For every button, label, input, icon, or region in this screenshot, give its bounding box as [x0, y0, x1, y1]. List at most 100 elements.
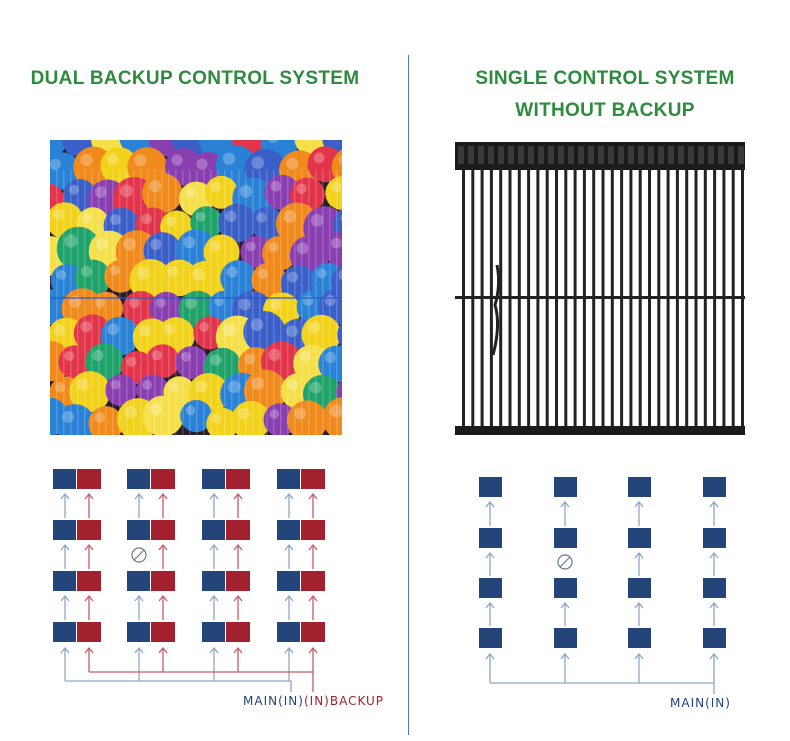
mesh-connector [578, 146, 584, 164]
frame-bar [50, 297, 342, 299]
up-arrow-icon [233, 646, 243, 672]
mesh-connector [718, 146, 724, 164]
up-arrow-icon [233, 492, 243, 518]
mesh-connector [548, 146, 554, 164]
single-control-title: SINGLE CONTROL SYSTEM [475, 68, 735, 89]
ball [149, 291, 184, 326]
mesh-connector [598, 146, 604, 164]
right-legend: MAIN(IN) [670, 696, 731, 710]
ball-highlight [195, 211, 206, 222]
main-receiver-box [277, 622, 300, 642]
main-receiver-box [628, 477, 651, 497]
mesh-connector [568, 146, 574, 164]
ball-highlight [185, 405, 196, 416]
ball-highlight [64, 351, 75, 362]
ball-highlight [163, 323, 176, 335]
led-strip-line [112, 170, 114, 435]
ball-highlight [95, 297, 106, 308]
led-strip-line [252, 170, 254, 435]
main-receiver-box [53, 469, 76, 489]
up-arrow-icon [284, 594, 294, 620]
ball-highlight [210, 354, 222, 366]
ball-highlight [238, 407, 250, 420]
ball-highlight [270, 180, 282, 192]
ball-highlight [126, 356, 137, 367]
led-strip-line [63, 170, 65, 435]
dual-backup-diagram [53, 469, 325, 692]
up-arrow-icon [84, 594, 94, 620]
ball-highlight [330, 237, 342, 249]
ball-highlight [196, 158, 208, 170]
main-receiver-box [53, 622, 76, 642]
led-strip-line [308, 170, 310, 435]
led-strip-line [231, 170, 233, 435]
ball-highlight [287, 271, 299, 283]
led-strip-line [259, 170, 261, 435]
mesh-connector [638, 146, 644, 164]
led-strip-line [98, 170, 100, 435]
main-receiver-box [479, 477, 502, 497]
ball-highlight [54, 324, 66, 336]
ball-highlight [309, 381, 322, 394]
led-strip-line [245, 170, 247, 435]
ball-highlight [331, 182, 342, 193]
led-strip-line [133, 170, 135, 435]
ball-highlight [76, 378, 89, 391]
ball-highlight [94, 186, 107, 199]
ball-highlight [123, 237, 136, 251]
main-receiver-box [703, 477, 726, 497]
ball [337, 322, 342, 348]
up-arrow-icon [158, 594, 168, 620]
ball-highlight [199, 322, 210, 332]
mesh-connector [628, 146, 634, 164]
ball-highlight [222, 152, 236, 165]
led-strip-line [217, 170, 219, 435]
up-arrow-icon [308, 492, 318, 518]
ball-highlight [62, 410, 75, 423]
main-receiver-box [202, 571, 225, 591]
legend-main-label: MAIN(IN) [243, 694, 304, 708]
up-arrow-icon [134, 492, 144, 518]
main-receiver-box [202, 622, 225, 642]
up-arrow-icon [284, 543, 294, 569]
ball [56, 226, 101, 271]
main-receiver-box [127, 622, 150, 642]
up-arrow-icon [60, 646, 70, 681]
up-arrow-icon [134, 646, 144, 681]
ball [180, 399, 213, 433]
single-control-subtitle: WITHOUT BACKUP [515, 100, 695, 121]
mesh-connector [518, 146, 524, 164]
ball-highlight [171, 154, 183, 166]
main-receiver-box [127, 469, 150, 489]
ball [175, 346, 209, 380]
ball [324, 231, 342, 268]
backup-receiver-box [151, 520, 175, 540]
led-strip-line [315, 170, 317, 435]
led-strip-line [238, 170, 240, 435]
ball-highlight [94, 412, 106, 423]
ball [58, 345, 92, 379]
ball-highlight [286, 325, 298, 338]
mesh-connector [618, 146, 624, 164]
mesh-middle-bar [455, 296, 745, 299]
ball [325, 176, 342, 211]
led-strip-line [119, 170, 121, 435]
led-strip-line [140, 170, 142, 435]
main-receiver-box [202, 469, 225, 489]
ball-highlight [80, 266, 92, 278]
main-receiver-box [127, 520, 150, 540]
up-arrow-icon [84, 492, 94, 518]
ball-highlight [300, 128, 310, 138]
ball [142, 395, 184, 435]
up-arrow-icon [209, 543, 219, 569]
ball-highlight [151, 350, 162, 361]
up-arrow-icon [560, 500, 570, 526]
mesh-cable [491, 264, 501, 356]
led-strip-line [147, 170, 149, 435]
mesh-connector [738, 146, 744, 164]
ball-highlight [192, 268, 205, 281]
backup-receiver-box [226, 469, 250, 489]
prohibited-icon [557, 554, 573, 570]
mesh-connector [728, 146, 734, 164]
